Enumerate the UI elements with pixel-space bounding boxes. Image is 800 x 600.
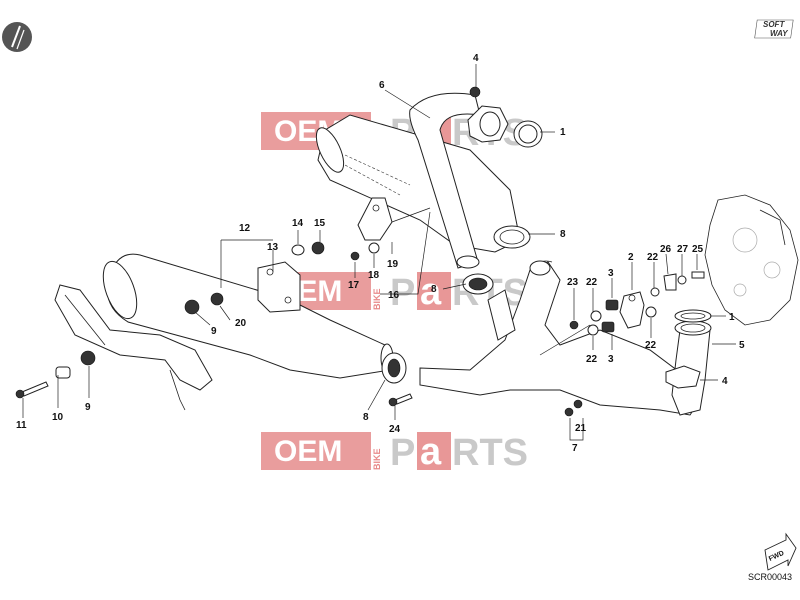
watermark-bike-text: BIKE: [372, 288, 382, 310]
lower-muffler: [102, 253, 394, 379]
callout-17: 17: [348, 280, 360, 291]
callout-8-lower: 8: [363, 412, 369, 423]
callout-14: 14: [292, 218, 304, 229]
callout-11: 11: [16, 420, 27, 431]
washer-18: [368, 242, 380, 254]
clip-26: [663, 273, 677, 291]
callout-6: 6: [379, 80, 385, 91]
callout-24: 24: [389, 424, 401, 435]
callout-22-c: 22: [586, 354, 598, 365]
nut-3-upper: [605, 299, 619, 311]
engine-outline: [704, 194, 799, 326]
callout-8-middle: 8: [431, 284, 437, 295]
bolt-11: [15, 381, 49, 399]
watermark-a-text: a: [420, 431, 442, 473]
callout-1-right: 1: [729, 312, 735, 323]
clamp-middle: [462, 273, 494, 295]
exhaust-flange-top: [467, 86, 509, 143]
spacer-10: [55, 366, 71, 379]
watermark-p-text: P: [390, 432, 415, 474]
clamp-lower: [381, 352, 407, 384]
callout-22-a: 22: [586, 277, 598, 288]
callout-18: 18: [368, 270, 380, 281]
rubber-spacer-9: [184, 299, 200, 315]
footpeg-bracket: [54, 284, 213, 411]
callout-16: 16: [388, 290, 400, 301]
callout-7: 7: [572, 443, 578, 454]
gasket-right: [674, 309, 712, 323]
exhaust-flange-lower: [665, 365, 701, 389]
watermark-oem-text: OEM: [274, 435, 342, 468]
washer-14: [291, 244, 305, 256]
watermark-bike-text: BIKE: [372, 448, 382, 470]
callout-13: 13: [267, 242, 279, 253]
watermark-a-text: a: [420, 271, 442, 313]
callout-21: 21: [575, 423, 587, 434]
callout-2: 2: [628, 252, 634, 263]
rubber-spacer-20: [210, 292, 224, 306]
gasket-top: [513, 120, 543, 148]
bolt-21-b: [573, 399, 583, 409]
header-pipe-rear: [409, 92, 481, 269]
bolt-17: [350, 251, 360, 261]
leader-lines: [22, 64, 736, 441]
callout-4-top: 4: [473, 53, 479, 64]
collector-pipe: [419, 260, 701, 416]
callout-9-upper: 9: [211, 326, 217, 337]
callout-3-lower: 3: [608, 354, 614, 365]
callout-labels: 4 6 1 8 8 12 13 14 15 17 18 19 16 20 9 1…: [16, 53, 745, 454]
stud-25: [691, 271, 705, 279]
bracket-2: [619, 291, 645, 329]
callout-15: 15: [314, 218, 326, 229]
forward-arrow-icon: FWD: [764, 532, 797, 571]
callout-3-upper: 3: [608, 268, 614, 279]
callout-20: 20: [235, 318, 247, 329]
bolt-23: [569, 320, 579, 330]
callout-25: 25: [692, 244, 704, 255]
softway-logo: SOFT WAY: [754, 19, 794, 39]
callout-9-lower: 9: [85, 402, 91, 413]
muffler-hanger-plate: [257, 261, 301, 313]
washer-22: [590, 310, 602, 322]
callout-8-right: 8: [560, 229, 566, 240]
bolt-24: [388, 393, 413, 407]
washer-22-top: [650, 287, 660, 297]
washer-22-lower: [587, 324, 599, 336]
callout-4-lower: 4: [722, 376, 728, 387]
callout-19: 19: [387, 259, 399, 270]
callout-5: 5: [739, 340, 745, 351]
callout-1-top: 1: [560, 127, 566, 138]
callout-23: 23: [567, 277, 579, 288]
nut-15: [311, 241, 325, 255]
grommet-9: [80, 350, 96, 366]
corner-mark-icon: [2, 22, 32, 52]
callout-26: 26: [660, 244, 672, 255]
watermark-p-text: P: [390, 272, 415, 314]
callout-22-d: 22: [645, 340, 657, 351]
watermark-rts-text: RTS: [452, 432, 528, 474]
callout-10: 10: [52, 412, 64, 423]
washer-22-right: [645, 306, 657, 318]
washer-27: [677, 275, 687, 285]
upper-bracket: [357, 197, 431, 241]
drawing-code: SCR00043: [748, 572, 792, 582]
callout-12: 12: [239, 223, 251, 234]
logo-line2: WAY: [770, 29, 788, 38]
logo-line1: SOFT: [763, 20, 785, 29]
bolt-21-a: [564, 407, 574, 417]
callout-22-b: 22: [647, 252, 659, 263]
watermark-bottom: OEM BIKE P a RTS: [261, 431, 528, 474]
nut-3-lower: [601, 321, 615, 333]
callout-27: 27: [677, 244, 689, 255]
